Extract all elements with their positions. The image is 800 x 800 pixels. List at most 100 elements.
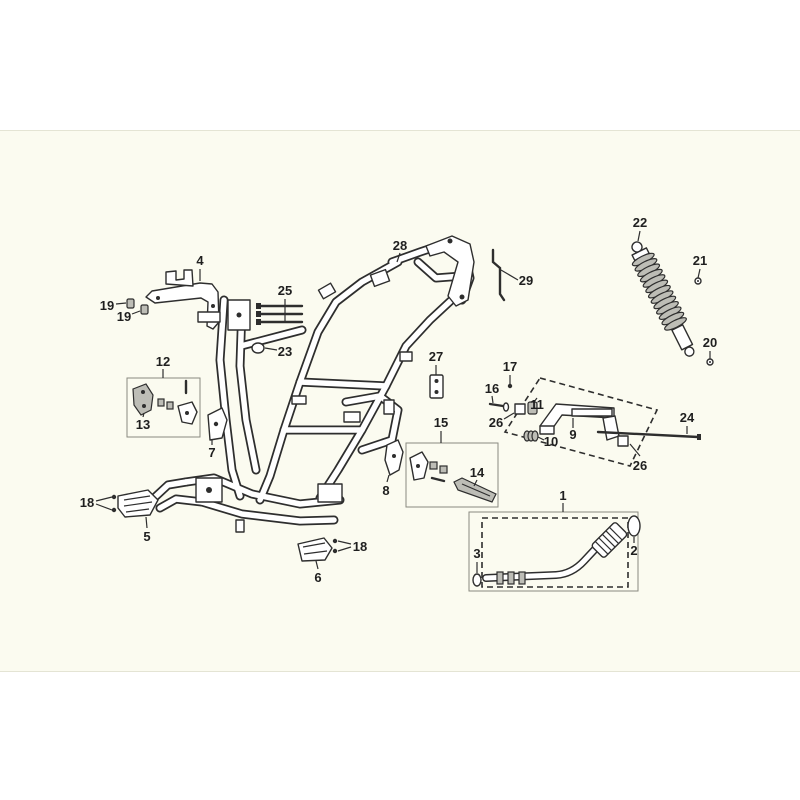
callout-14: 14 xyxy=(470,465,485,480)
callout-19b: 19 xyxy=(117,309,131,324)
leader-8 xyxy=(386,474,390,483)
stand-spring xyxy=(523,430,539,442)
callout-2: 2 xyxy=(630,543,637,558)
bolt-head xyxy=(256,311,261,317)
footrest-left-rib xyxy=(123,501,153,507)
leader-19b xyxy=(131,310,141,315)
frame-tab-head xyxy=(369,268,391,288)
callout-26a: 26 xyxy=(489,415,503,430)
callout-16: 16 xyxy=(485,381,499,396)
bolt-head xyxy=(256,319,261,325)
callout-22: 22 xyxy=(633,215,647,230)
footrest-right-bolt xyxy=(332,548,338,554)
frame-hanger-tab xyxy=(235,519,245,533)
side-bracket-left-hole xyxy=(213,421,219,427)
stand-foot xyxy=(539,425,555,435)
leader-22 xyxy=(637,230,641,242)
frame-rear-bolt xyxy=(236,312,242,318)
callout-15: 15 xyxy=(434,415,448,430)
pedal-arm-rib xyxy=(461,483,491,497)
leader-23 xyxy=(264,347,278,351)
callout-28: 28 xyxy=(393,238,407,253)
wire-hook xyxy=(491,248,506,302)
callout-11: 11 xyxy=(530,397,544,412)
leader-21 xyxy=(697,268,701,279)
frame-bottom-bracket xyxy=(317,483,343,503)
stand-collar xyxy=(527,401,538,415)
long-bolt-set xyxy=(256,303,304,325)
side-bracket-right-hole xyxy=(392,454,396,458)
shock-bottom-eye xyxy=(684,346,695,357)
leader-26b xyxy=(629,443,641,457)
boot-rib xyxy=(608,526,623,541)
footrest-right-rib xyxy=(302,542,326,548)
hose-clamp xyxy=(518,571,526,585)
callout-8: 8 xyxy=(382,483,389,498)
steering-head-bolt-top xyxy=(447,238,453,244)
shock-upper-bolt xyxy=(694,277,702,285)
callout-18b: 18 xyxy=(353,539,367,554)
hose-pipe-fill xyxy=(483,543,601,581)
callout-5: 5 xyxy=(143,529,150,544)
leader-14 xyxy=(473,479,478,487)
callout-26b: 26 xyxy=(633,458,647,473)
leader-10 xyxy=(537,436,545,441)
footrest-right-bolt xyxy=(332,538,338,544)
leader-18b-2 xyxy=(337,546,352,552)
stand-pivot-bolt xyxy=(596,430,701,440)
hose-clamp xyxy=(496,571,504,585)
group-box-1-inner xyxy=(481,517,629,588)
frame-side-tab xyxy=(383,399,395,415)
pedal-bracket-hole xyxy=(416,464,420,468)
footrest-left-rib xyxy=(123,495,151,501)
bolt-center xyxy=(697,280,699,282)
seal-ring-large xyxy=(627,515,641,537)
bracket-clamp xyxy=(197,311,221,323)
callout-23: 23 xyxy=(278,344,292,359)
callout-6: 6 xyxy=(314,570,321,585)
boot-rib xyxy=(605,530,620,544)
leader-19a xyxy=(115,302,127,305)
frame-tab-mid xyxy=(343,411,361,423)
callout-10: 10 xyxy=(544,434,558,449)
callout-3: 3 xyxy=(473,546,480,561)
nut xyxy=(140,304,149,315)
rubber-ring xyxy=(251,342,265,354)
group-box-1 xyxy=(468,511,639,592)
boot-rib xyxy=(594,540,609,555)
callout-7: 7 xyxy=(208,445,215,460)
seal-ring-small xyxy=(472,573,482,587)
callout-24: 24 xyxy=(680,410,695,425)
hose-clamp xyxy=(507,571,515,585)
mount-plate-hole xyxy=(185,411,189,415)
footrest-right-rib xyxy=(303,550,328,555)
small-nut xyxy=(157,398,165,407)
stand-bushing-right xyxy=(617,435,629,447)
leader-26a xyxy=(503,412,515,420)
stand-washer xyxy=(502,402,510,412)
stand-spring-coil xyxy=(531,430,539,442)
callout-13: 13 xyxy=(136,417,150,432)
bolt-center xyxy=(709,361,711,363)
leader-18b-1 xyxy=(337,540,352,545)
diagram-panel xyxy=(0,130,800,672)
frame-tab-left xyxy=(291,395,307,405)
nut xyxy=(126,298,135,309)
boot-rib xyxy=(601,533,616,548)
stand-bushing-left xyxy=(514,403,526,415)
bolt-head xyxy=(256,303,261,309)
callout-19a: 19 xyxy=(100,298,114,313)
group-box-15 xyxy=(405,442,499,508)
leader-5 xyxy=(145,516,148,529)
callout-25: 25 xyxy=(278,283,292,298)
stand-bolt-washer xyxy=(488,402,510,412)
callout-1: 1 xyxy=(559,488,566,503)
rear-bracket xyxy=(145,269,221,330)
footrest-right xyxy=(297,537,333,562)
callout-12: 12 xyxy=(156,354,170,369)
boot-rib xyxy=(598,537,612,552)
engine-mount-hole xyxy=(206,487,212,493)
callout-17: 17 xyxy=(503,359,517,374)
leader-18a-2 xyxy=(95,503,113,511)
